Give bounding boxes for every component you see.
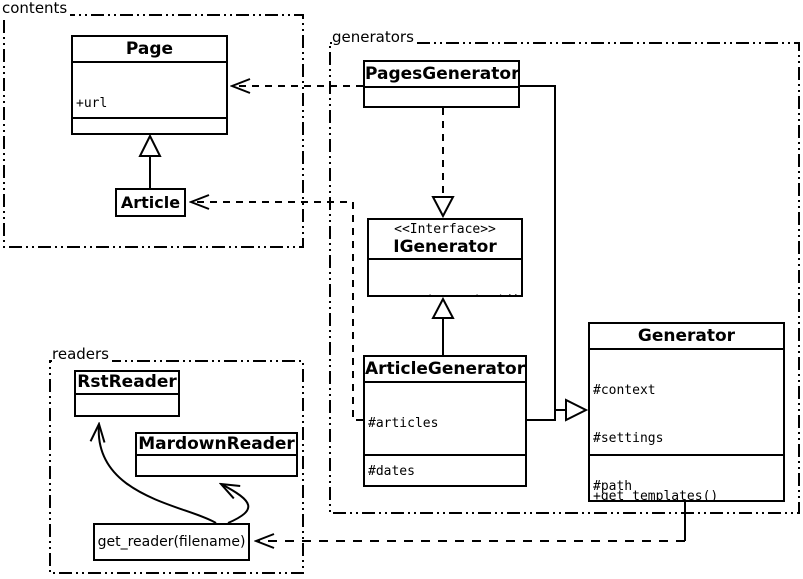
class-articlegenerator: ArticleGenerator #articles #dates #tags … [363,355,527,487]
class-article-title: Article [120,193,181,212]
attribute: +url [76,96,108,111]
method: +generate_context() [372,293,521,295]
package-generators-label: generators [332,29,417,45]
package-readers-label: readers [52,346,112,362]
attribute: #path [593,479,633,494]
method: +get_templates() [593,489,719,502]
edge-pagesgenerator-generator-line [520,85,566,411]
attribute: #dates [368,464,415,479]
class-article: Article [115,188,186,217]
package-contents-frame [3,14,304,248]
class-generator-title: Generator [590,324,783,350]
class-generator: Generator #context #settings #path #them… [588,322,785,502]
class-rstreader: RstReader +read() [74,370,180,417]
class-page-title: Page [73,37,226,63]
class-articlegenerator-title: ArticleGenerator [365,357,525,383]
class-page-attributes: +url +slug +summary [73,63,226,119]
package-generators-frame [329,42,800,514]
class-pagesgenerator: PagesGenerator #pages [363,60,520,108]
attribute: #context [593,383,656,398]
class-rstreader-methods: +read() [76,395,178,415]
edge-article-page-triangle-icon [138,133,162,157]
class-igenerator-stereotype: <<Interface>> [394,222,496,237]
class-generator-attributes: #context #settings #path #theme #output_… [590,350,783,494]
get-reader-box: get_reader(filename) [93,523,250,561]
attribute: #settings [593,431,664,446]
edge-generator-triangle-icon [565,398,589,422]
edge-articlegenerator-igenerator-triangle-icon [431,296,455,319]
class-igenerator: <<Interface>> IGenerator +generate_conte… [367,218,523,297]
edge-pagesgenerator-igenerator-triangle-icon [431,196,455,219]
class-mardownreader-methods: +read() [137,456,296,475]
class-igenerator-title: <<Interface>> IGenerator [369,220,521,260]
package-readers-frame [49,360,304,574]
class-articlegenerator-attributes: #articles #dates #tags #categories [365,383,525,479]
package-contents-label: contents [2,0,71,16]
class-mardownreader-title: MardownReader [137,434,296,456]
class-mardownreader: MardownReader +read() [135,432,298,477]
edge-articlegenerator-generator-line [527,410,556,421]
class-generator-methods: +get_templates() +get_files(path,exclude… [590,456,783,502]
attribute: #articles [368,416,439,431]
edge-articlegenerator-article-dashed [191,202,363,421]
edge-getreader-rstreader-curve [99,424,217,524]
class-page: Page +url +slug +summary +check_properti… [71,35,228,135]
class-pagesgenerator-attributes: #pages [365,88,518,106]
class-rstreader-title: RstReader [76,372,178,395]
edge-getreader-mardownreader-curve [221,484,250,524]
class-pagesgenerator-title: PagesGenerator [365,62,518,88]
class-igenerator-methods: +generate_context() +generate_output() [369,260,521,295]
class-igenerator-name: IGenerator [393,237,497,257]
